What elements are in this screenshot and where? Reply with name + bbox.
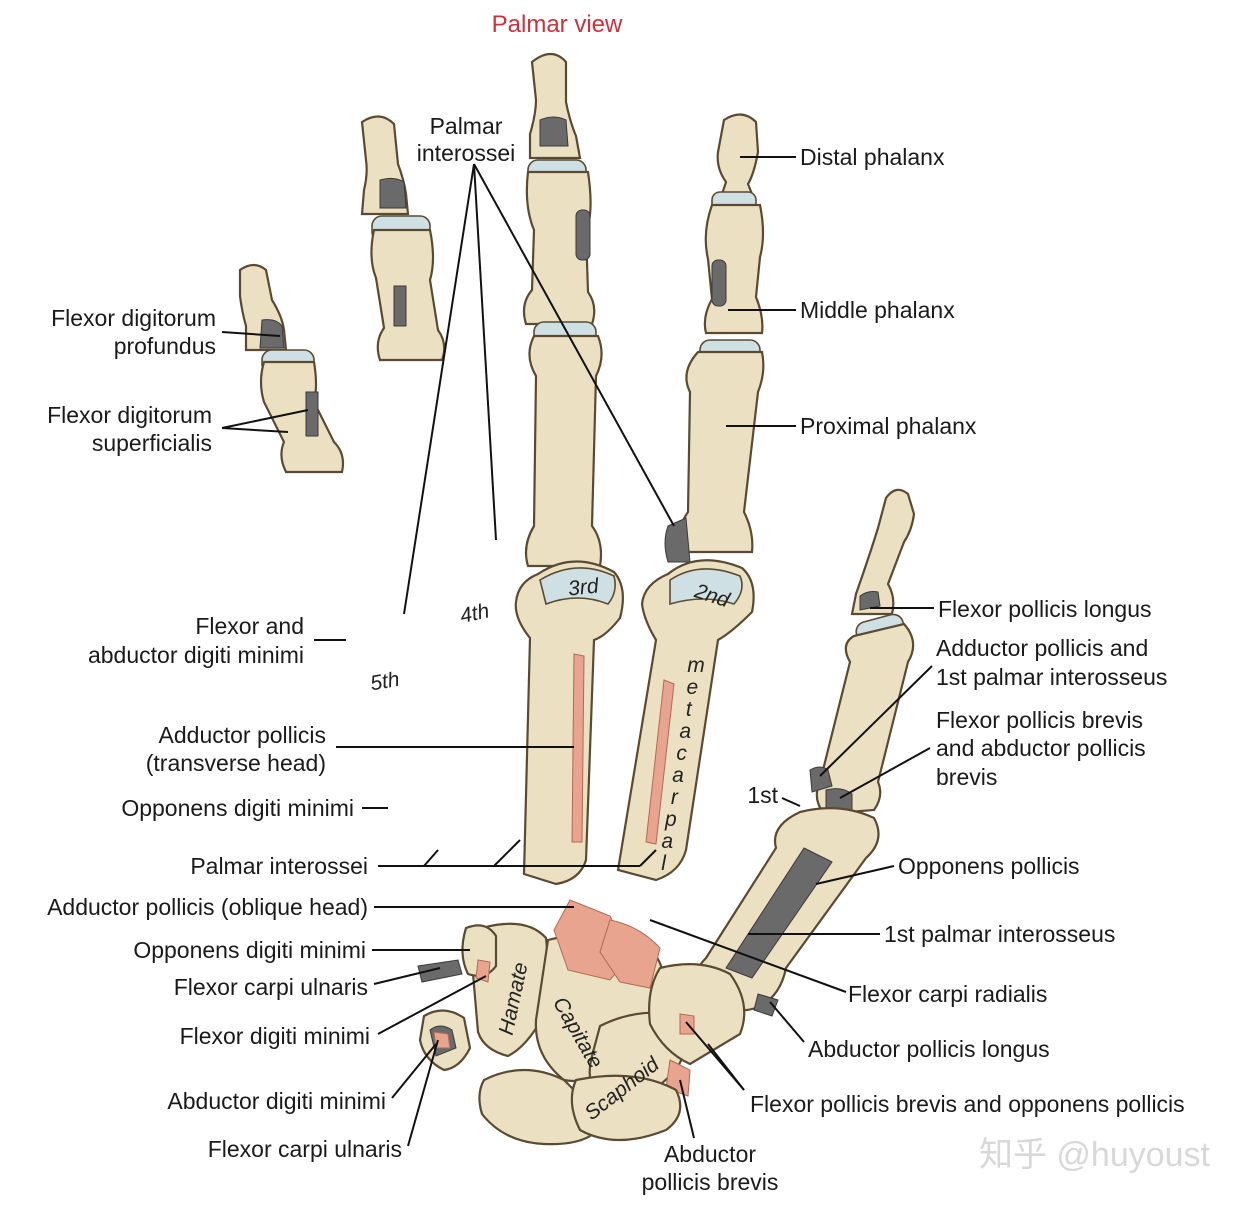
- label-1st-palmar-interosseus: 1st palmar interosseus: [884, 921, 1115, 947]
- diagram-title: Palmar view: [492, 11, 623, 38]
- label-fpb-apb-2: and abductor pollicis: [936, 735, 1146, 761]
- label-adductor-transverse-2: (transverse head): [146, 750, 326, 776]
- thumb: [693, 488, 916, 1017]
- metacarpal-letter: m: [687, 654, 705, 677]
- bones: [238, 52, 916, 1146]
- label-opponens-dm-2: Opponens digiti minimi: [133, 937, 366, 963]
- leader-lines: [221, 156, 934, 1147]
- metacarpal-letter: a: [679, 720, 691, 743]
- label-adductor-transverse-1: Adductor pollicis: [159, 722, 326, 748]
- label-palmar-interossei-mid: Palmar interossei: [190, 853, 368, 879]
- label-palmar-interossei-top-1: Palmar: [430, 113, 503, 139]
- metacarpal-letter: c: [676, 742, 687, 765]
- carpal-bones: [417, 899, 746, 1146]
- label-fpb-apb-3: brevis: [936, 764, 997, 790]
- label-proximal-phalanx: Proximal phalanx: [800, 413, 977, 439]
- watermark-text: 知乎 @huyoust: [979, 1136, 1211, 1174]
- label-flexor-dm: Flexor digiti minimi: [180, 1023, 370, 1049]
- label-fpb-apb-1: Flexor pollicis brevis: [936, 707, 1143, 733]
- label-fdp-2: profundus: [114, 333, 216, 359]
- metacarpal-letter: p: [664, 808, 677, 831]
- metacarpal-letter: t: [686, 698, 693, 721]
- label-flexor-abductor-dm-1: Flexor and: [195, 613, 304, 639]
- little-finger: [238, 263, 345, 474]
- metacarpal-letter: a: [672, 764, 684, 787]
- label-fpl: Flexor pollicis longus: [938, 596, 1151, 622]
- index-finger: [616, 113, 765, 882]
- label-fpb-op: Flexor pollicis brevis and opponens poll…: [750, 1091, 1185, 1117]
- metacarpal-letter: e: [687, 676, 699, 699]
- metacarpal-3-label: 3rd: [567, 574, 601, 600]
- label-fds-2: superficialis: [92, 430, 212, 456]
- ring-finger: [360, 115, 446, 362]
- label-distal-phalanx: Distal phalanx: [800, 144, 945, 170]
- label-fds-1: Flexor digitorum: [47, 402, 212, 428]
- label-palmar-interossei-top-2: interossei: [417, 140, 515, 166]
- label-opponens-dm-1: Opponens digiti minimi: [121, 795, 354, 821]
- label-fcr: Flexor carpi radialis: [848, 981, 1047, 1007]
- metacarpal-letter: a: [661, 830, 673, 853]
- label-opponens-pollicis: Opponens pollicis: [898, 853, 1080, 879]
- label-1st: 1st: [747, 782, 778, 808]
- label-flexor-abductor-dm-2: abductor digiti minimi: [88, 642, 304, 668]
- middle-finger: [514, 52, 625, 886]
- label-apb-1: Abductor: [664, 1141, 756, 1167]
- label-abductor-dm: Abductor digiti minimi: [167, 1088, 386, 1114]
- metacarpal-letter: r: [671, 786, 679, 809]
- label-fcu-1: Flexor carpi ulnaris: [174, 974, 368, 1000]
- label-adductor-oblique: Adductor pollicis (oblique head): [47, 894, 368, 920]
- annotation-labels: Palmar interossei Distal phalanx Middle …: [47, 113, 1185, 1195]
- label-fcu-2: Flexor carpi ulnaris: [208, 1136, 402, 1162]
- metacarpal-letter: l: [661, 852, 667, 875]
- label-apb-2: pollicis brevis: [642, 1169, 779, 1195]
- metacarpal-4-label: 4th: [458, 599, 491, 628]
- label-adductor-pollicis-1st-2: 1st palmar interosseus: [936, 664, 1167, 690]
- label-fdp-1: Flexor digitorum: [51, 305, 216, 331]
- metacarpal-5-label: 5th: [368, 668, 401, 696]
- label-middle-phalanx: Middle phalanx: [800, 297, 955, 323]
- label-adductor-pollicis-1st-1: Adductor pollicis and: [936, 635, 1148, 661]
- label-apl: Abductor pollicis longus: [808, 1036, 1050, 1062]
